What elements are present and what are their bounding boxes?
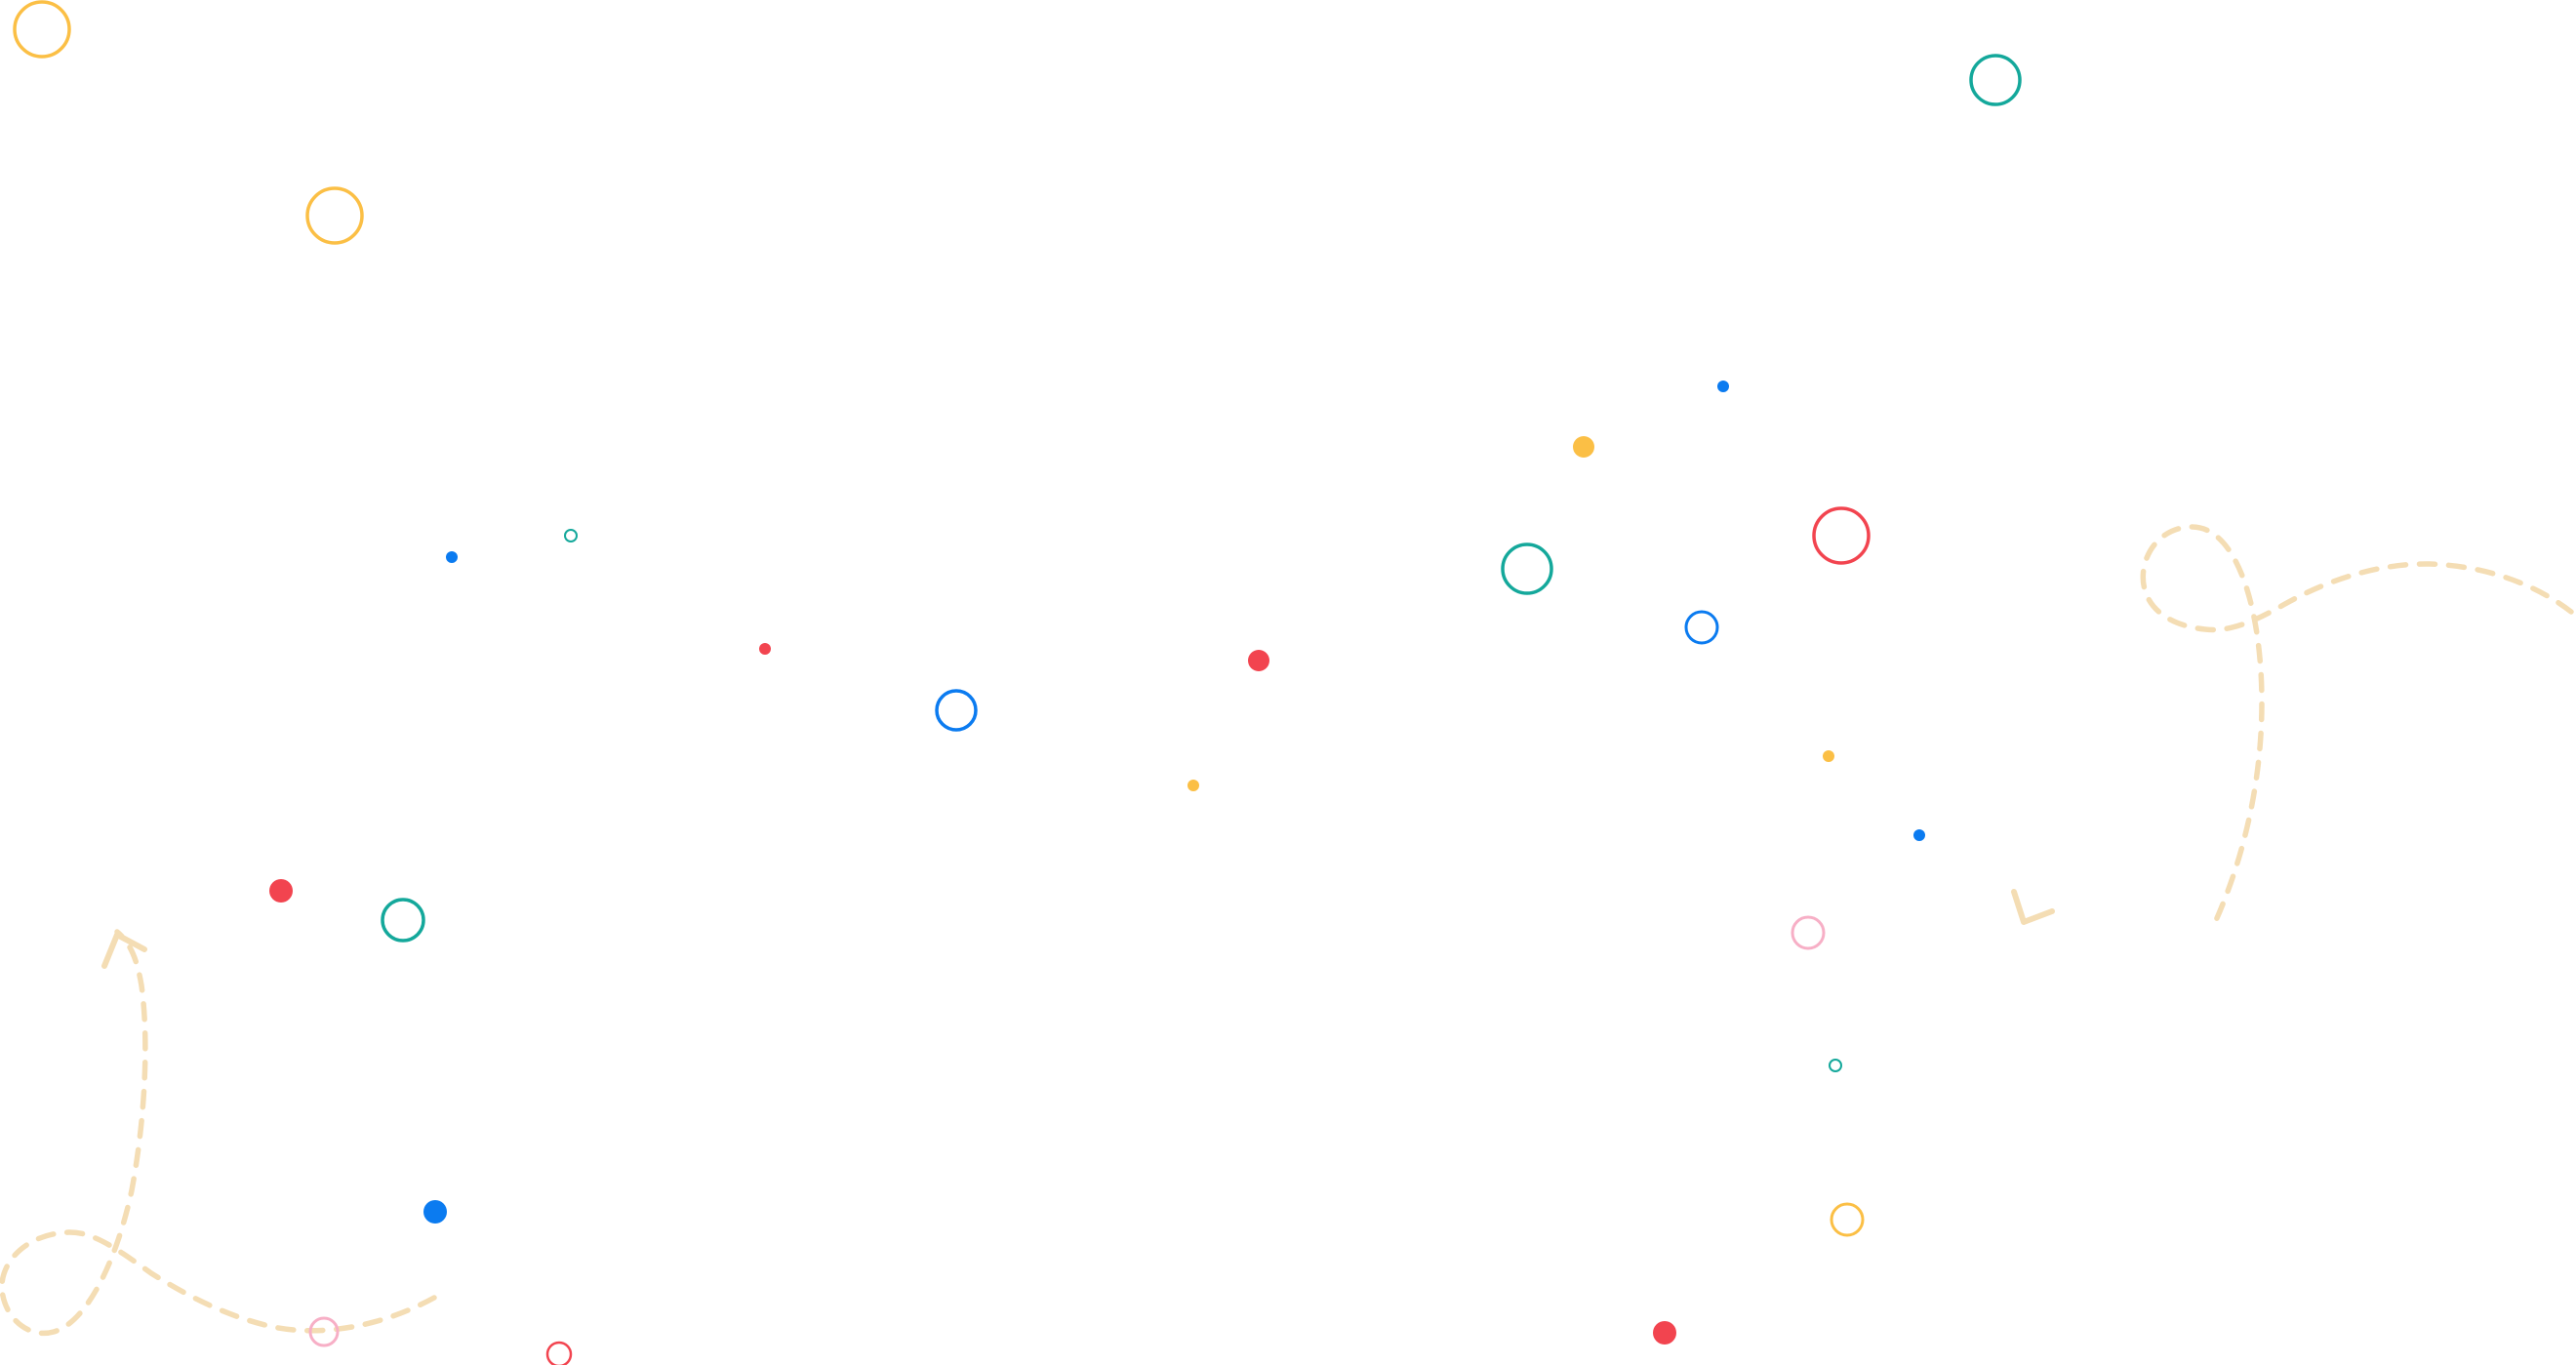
dot-outline-red xyxy=(545,1341,573,1365)
dot-filled-red xyxy=(1653,1321,1676,1345)
dot-outline-yellow xyxy=(13,0,71,59)
dot-outline-red xyxy=(1812,506,1871,565)
right-dashed-arrow xyxy=(2011,524,2574,930)
dot-filled-blue xyxy=(1717,381,1729,392)
dot-outline-pink xyxy=(1791,915,1826,950)
dot-outline-teal xyxy=(381,898,425,943)
left-dashed-arrow xyxy=(0,929,437,1337)
dot-filled-yellow xyxy=(1187,780,1199,791)
dot-filled-red xyxy=(1248,650,1269,671)
dot-filled-red xyxy=(759,643,771,655)
left-arrowhead xyxy=(101,932,147,969)
dot-outline-blue xyxy=(1684,610,1719,645)
dot-filled-yellow xyxy=(1823,750,1834,762)
dot-outline-yellow xyxy=(305,186,364,245)
dot-filled-blue xyxy=(1913,829,1925,841)
left-dashed-path xyxy=(0,929,437,1337)
dot-filled-yellow xyxy=(1573,436,1594,458)
dot-outline-pink xyxy=(308,1316,340,1347)
dot-outline-teal xyxy=(1501,542,1553,595)
dot-outline-teal xyxy=(1829,1059,1842,1072)
dot-outline-teal xyxy=(564,529,578,542)
confetti-dots xyxy=(13,0,2022,1365)
dot-filled-blue xyxy=(446,551,458,563)
dot-filled-blue xyxy=(423,1200,447,1224)
right-arrowhead xyxy=(2011,889,2055,925)
dot-outline-teal xyxy=(1969,54,2022,106)
dot-filled-red xyxy=(269,879,293,903)
right-dashed-path xyxy=(2140,524,2574,930)
dot-outline-blue xyxy=(935,689,978,732)
dot-outline-yellow xyxy=(1830,1202,1865,1237)
